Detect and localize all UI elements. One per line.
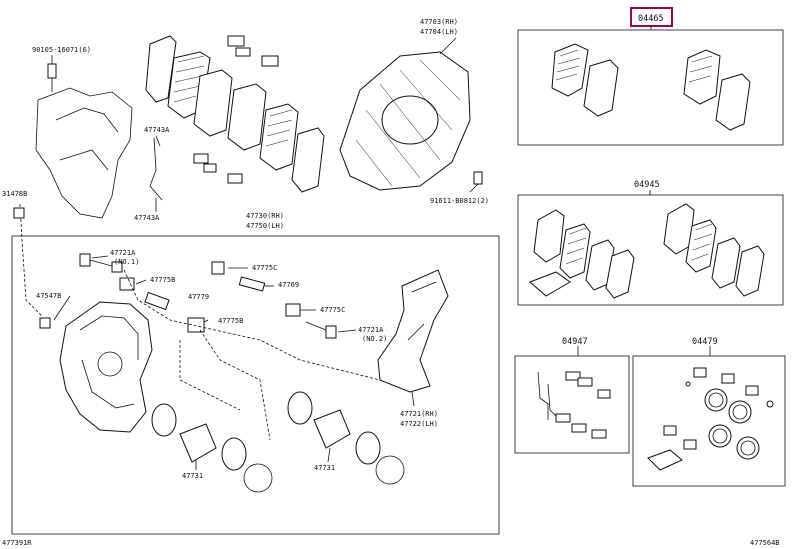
label-47775b-1: 47775B	[150, 276, 175, 284]
caliper-assembly	[39, 253, 449, 493]
label-47704: 47704(LH)	[420, 28, 458, 36]
label-47730: 47730(RH)	[246, 212, 284, 220]
label-47743a-2: 47743A	[134, 214, 160, 222]
kit-box-04945	[517, 194, 784, 306]
pads-top-loose	[145, 35, 325, 201]
label-47779: 47779	[188, 293, 209, 301]
pad-set-04945	[529, 203, 765, 299]
label-47731-2: 47731	[314, 464, 335, 472]
kit-box-04947	[514, 355, 630, 454]
label-47750: 47750(LH)	[246, 222, 284, 230]
label-91611: 91611-B0812(2)	[430, 197, 489, 205]
caliper-body-top	[35, 63, 133, 219]
label-47721: 47721(RH)	[400, 410, 438, 418]
clip-set-04947	[537, 371, 611, 439]
seal-kit-04479	[647, 367, 774, 471]
label-47721a-1: 47721A	[110, 249, 136, 257]
highlight-04465	[630, 7, 673, 27]
label-04465: 04465	[638, 14, 664, 24]
label-47721a-1-sub: (NO.1)	[114, 258, 139, 266]
label-47547b: 47547B	[36, 292, 61, 300]
label-47722: 47722(LH)	[400, 420, 438, 428]
label-47721a-2: 47721A	[358, 326, 384, 334]
kit-box-04465	[517, 29, 784, 146]
kit-box-04479	[632, 355, 786, 487]
leader-lines	[51, 55, 711, 470]
label-47721a-2-sub: (NO.2)	[362, 335, 387, 343]
label-04945: 04945	[634, 180, 660, 190]
label-47731-1: 47731	[182, 472, 203, 480]
label-47743a-1: 47743A	[144, 126, 170, 134]
label-04479: 04479	[692, 337, 718, 347]
pad-set-04465	[551, 43, 751, 131]
footer-right-code: 477564B	[750, 539, 780, 547]
label-04947: 04947	[562, 337, 588, 347]
label-47775c-1: 47775C	[252, 264, 277, 272]
footer-left-code: 477391R	[2, 539, 32, 547]
label-47775c-2: 47775C	[320, 306, 345, 314]
label-31478b: 31478B	[2, 190, 27, 198]
label-47769: 47769	[278, 281, 299, 289]
caliper-assembly-box	[11, 235, 500, 535]
label-47703: 47703(RH)	[420, 18, 458, 26]
label-47775b-2: 47775B	[218, 317, 243, 325]
label-90105: 90105-16071(6)	[32, 46, 91, 54]
dust-cover	[339, 37, 483, 191]
